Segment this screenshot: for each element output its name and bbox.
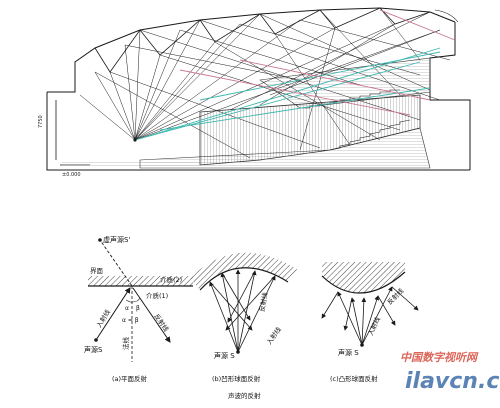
incident-ray-label: 入射线 [94,307,112,329]
floor-level-label: ±0.000 [62,172,81,178]
concave-surface-hatch [190,252,298,290]
stage-hatch [62,160,202,168]
figure-title: 声波的反射 [228,391,261,400]
beta-arc [131,297,141,303]
interface-label: 界面 [90,267,104,275]
source-dot [94,338,98,342]
reflected-ray [132,287,171,343]
normal-label: 法线 [121,337,130,351]
ceiling-arc [434,9,459,23]
concave-rays [209,269,276,353]
equation-label: α = β [122,317,139,324]
interface-hatch [88,276,193,286]
concave-incident-label: 入射线 [264,325,283,347]
watermark-cn: 中国数字视听网 [400,351,479,364]
dimension-label: 7750 [38,115,44,128]
alpha-arc [125,299,133,303]
medium-1-label: 介质(1) [146,291,168,300]
beta-label: β [136,305,140,312]
caption-c: (c)凸形球面反射 [330,374,378,383]
concave-source-label: 声源 S [214,351,235,360]
ray-fan [79,7,451,159]
reflected-ray-label: 反射线 [152,312,171,334]
convex-surface [321,271,406,294]
concave-reflection-diagram: 反射线 入射线 声源 S (b)凹形球面反射 [190,252,298,383]
concave-source-dot [236,350,240,354]
virtual-source-line [99,239,133,287]
seating-steps [300,89,411,151]
virtual-source-label: 虚声源S' [103,235,130,244]
stage-source-point [133,138,137,142]
plane-reflection-diagram: 虚声源S' 界面 介质(2) 介质(1) 入射线 反射线 法线 α β α = … [84,235,193,383]
convex-surface-hatch [322,262,405,294]
concave-reflected-label: 反射线 [257,291,269,312]
concave-surface [199,267,289,291]
source-label: 声源S [84,345,103,354]
auditorium-section-drawing: 7750 ±0.000 [38,7,471,178]
incident-ray [95,287,131,341]
convex-source-label: 声源 S [338,348,359,357]
caption-a: (a)平面反射 [112,374,148,383]
convex-reflection-diagram: 反射线 入射线 声源 S (c)凸形球面反射 [321,262,419,383]
ray-colored [134,9,456,141]
convex-source-dot [360,343,364,347]
ceiling-panels [94,7,431,73]
caption-b: (b)凹形球面反射 [212,374,261,383]
convex-rays [321,286,419,346]
alpha-label: α [125,305,129,312]
virtual-source-dot [98,238,102,242]
watermark-url: ilavcn.com [405,369,500,394]
medium-2-label: 介质(2) [160,275,182,284]
